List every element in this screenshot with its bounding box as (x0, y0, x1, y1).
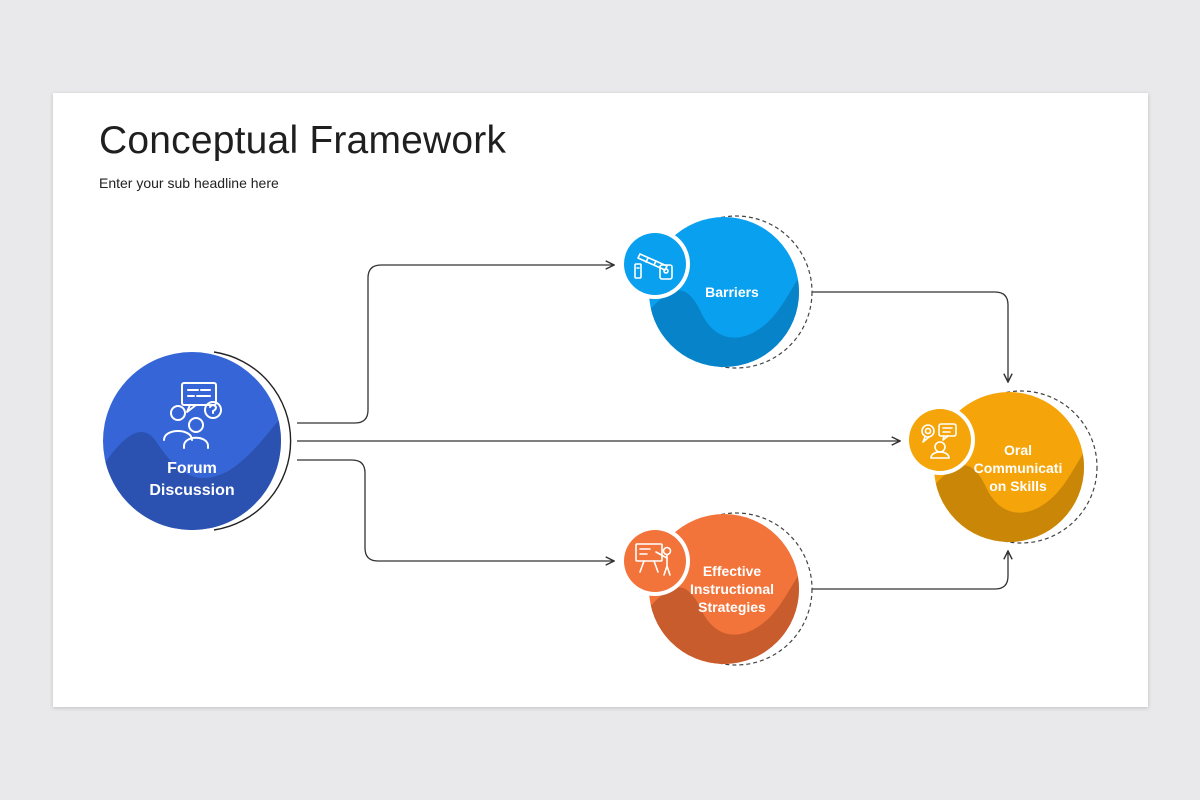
node-label-line2: Instructional (690, 581, 774, 597)
connectors (297, 265, 1008, 590)
node-label-line1: Effective (703, 563, 762, 579)
node-label-line2: Communicati (974, 460, 1063, 476)
node-label-line1: Oral (1004, 442, 1032, 458)
node-effective-instructional-strategies: Effective Instructional Strategies (620, 512, 813, 666)
node-shade (103, 410, 281, 530)
node-label-line3: Strategies (698, 599, 766, 615)
speaking-person-icon (921, 423, 957, 459)
teacher-board-icon (635, 543, 672, 576)
node-forum-discussion: Forum Discussion (103, 351, 292, 531)
connector-effective-oral (812, 551, 1008, 590)
discussion-icon (163, 382, 222, 449)
node-outline-arc (213, 351, 292, 531)
node-shade (649, 270, 799, 367)
icon-badge (909, 409, 971, 471)
page-title: Conceptual Framework (99, 119, 507, 162)
connector-barriers-oral (812, 291, 1008, 382)
node-shade (934, 445, 1084, 542)
connector-forum-barriers (297, 265, 614, 424)
node-shade (649, 567, 799, 664)
node-oral-communication-skills: Oral Communicati on Skills (905, 390, 1098, 544)
connector-forum-effective (297, 459, 614, 561)
node-label-line1: Barriers (705, 284, 759, 300)
node-label-line2: Discussion (149, 482, 234, 499)
node-label-line1: Forum (167, 460, 217, 477)
node-label-line3: on Skills (989, 478, 1047, 494)
barrier-gate-icon (634, 253, 673, 280)
node-barriers: Barriers (620, 215, 813, 369)
page-subtitle: Enter your sub headline here (99, 175, 279, 191)
